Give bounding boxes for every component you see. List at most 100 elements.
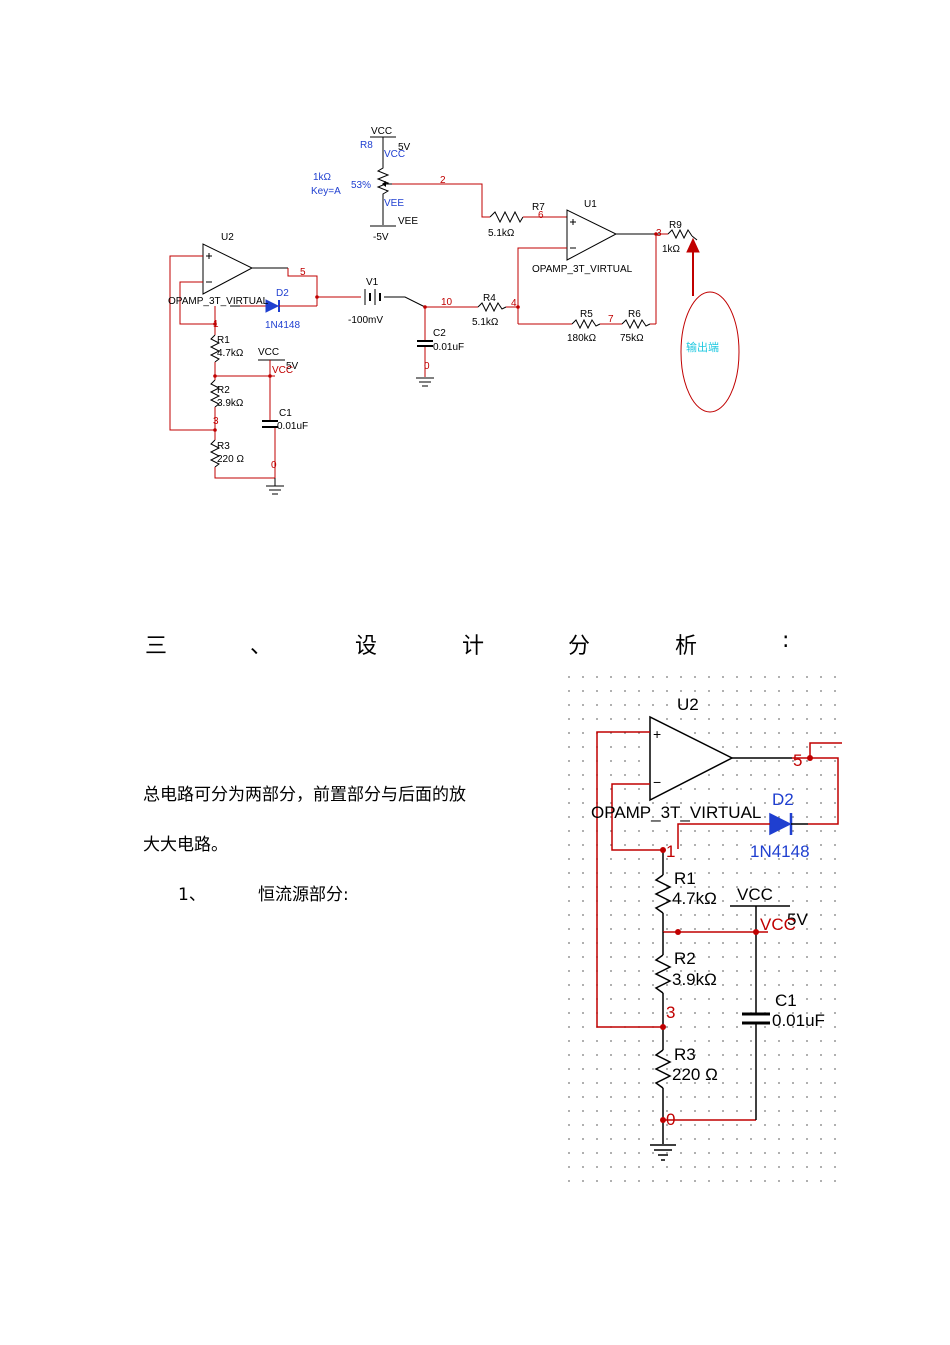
heading-char: 计 bbox=[462, 634, 485, 659]
label-r6-value: 75kΩ bbox=[620, 333, 644, 344]
label-vee-pot: VEE bbox=[384, 198, 404, 209]
label-node0b: 0 bbox=[271, 460, 277, 471]
label-vcc-pot: VCC bbox=[384, 149, 405, 160]
label-neg5v: -5V bbox=[373, 232, 389, 243]
label-r7: R7 bbox=[532, 202, 545, 213]
label-5v-mid: 5V bbox=[286, 361, 299, 372]
label-u2: U2 bbox=[221, 232, 234, 243]
heading-char: 析 bbox=[675, 634, 698, 659]
label-r5-value: 180kΩ bbox=[567, 333, 597, 344]
label-vcc: VCC bbox=[737, 885, 773, 904]
label-r1-value: 4.7kΩ bbox=[217, 348, 244, 359]
heading-char: 分 bbox=[568, 634, 591, 659]
resistor-r5 bbox=[571, 318, 601, 330]
potentiometer-r8 bbox=[370, 136, 396, 227]
label-node3: 3 bbox=[666, 1003, 675, 1022]
label-u1: U1 bbox=[584, 199, 597, 210]
label-r7-value: 5.1kΩ bbox=[488, 228, 515, 239]
label-model: OPAMP_3T_VIRTUAL bbox=[591, 803, 761, 822]
resistor-r2 bbox=[209, 379, 221, 408]
label-r2-value: 3.9kΩ bbox=[217, 398, 244, 409]
diode-d2 bbox=[265, 299, 280, 313]
label-5v: 5V bbox=[787, 910, 808, 929]
list-item-number: 1、 bbox=[178, 885, 206, 905]
label-vcc-mid2: VCC bbox=[272, 365, 293, 376]
heading-char: 、 bbox=[250, 634, 273, 659]
heading-char: 设 bbox=[355, 634, 378, 659]
label-r2-value: 3.9kΩ bbox=[672, 970, 717, 989]
label-v1-value: -100mV bbox=[348, 315, 383, 326]
label-r6: R6 bbox=[628, 309, 641, 320]
label-node0a: 0 bbox=[424, 361, 430, 372]
label-node5: 5 bbox=[793, 751, 802, 770]
label-node3b: 3 bbox=[213, 416, 219, 427]
label-r1-value: 4.7kΩ bbox=[672, 889, 717, 908]
opamp-u2 bbox=[202, 243, 254, 295]
label-r3: R3 bbox=[217, 441, 230, 452]
label-c1: C1 bbox=[775, 991, 797, 1010]
section-heading: 三 、 设 计 分 析 : bbox=[0, 628, 950, 659]
label-node3: 3 bbox=[656, 228, 662, 239]
label-node1: 1 bbox=[666, 842, 675, 861]
resistor-r1 bbox=[654, 874, 672, 914]
full-circuit-schematic: VCC R8 5V VCC 1kΩ Key=A 53% VEE VEE -5V … bbox=[168, 126, 740, 495]
paragraph-1: 总电路可分为两部分，前置部分与后面的放 bbox=[143, 785, 466, 805]
label-5v-top: 5V bbox=[398, 142, 411, 153]
list-item-text: 恒流源部分: bbox=[258, 885, 349, 905]
resistor-r4 bbox=[477, 301, 507, 313]
label-r3-value: 220 Ω bbox=[672, 1065, 718, 1084]
wire-node2 bbox=[392, 183, 490, 218]
label-r9-value: 1kΩ bbox=[662, 244, 681, 255]
output-ellipse bbox=[680, 291, 740, 413]
label-r2: R2 bbox=[217, 385, 230, 396]
label-node7: 7 bbox=[608, 314, 614, 325]
label-node6: 6 bbox=[538, 210, 544, 221]
label-u1-model: OPAMP_3T_VIRTUAL bbox=[532, 264, 633, 275]
label-vcc-top: VCC bbox=[371, 126, 392, 137]
label-u2-model: OPAMP_3T_VIRTUAL bbox=[168, 296, 269, 307]
label-pot-value: 1kΩ bbox=[313, 172, 332, 183]
label-c2-value: 0.01uF bbox=[433, 342, 464, 353]
label-node10: 10 bbox=[441, 297, 453, 308]
label-d2: D2 bbox=[772, 790, 794, 809]
label-pot-percent: 53% bbox=[351, 180, 371, 191]
label-r4: R4 bbox=[483, 293, 496, 304]
resistor-r3 bbox=[209, 439, 221, 468]
label-d2: D2 bbox=[276, 288, 289, 299]
label-c2: C2 bbox=[433, 328, 446, 339]
resistor-r7 bbox=[489, 210, 524, 224]
opamp-u1 bbox=[566, 209, 618, 261]
label-d2-model: 1N4148 bbox=[265, 320, 300, 331]
label-c1-value: 0.01uF bbox=[277, 421, 308, 432]
label-node4: 4 bbox=[511, 298, 517, 309]
label-r5: R5 bbox=[580, 309, 593, 320]
label-r4-value: 5.1kΩ bbox=[472, 317, 499, 328]
resistor-r1 bbox=[209, 334, 221, 363]
resistor-r2 bbox=[654, 954, 672, 994]
label-vcc2: VCC bbox=[760, 915, 796, 934]
label-r2: R2 bbox=[674, 949, 696, 968]
resistor-r6 bbox=[621, 318, 651, 330]
label-node2: 2 bbox=[440, 175, 446, 186]
label-r1: R1 bbox=[217, 335, 230, 346]
label-vee: VEE bbox=[398, 216, 418, 227]
label-vcc-mid: VCC bbox=[258, 347, 279, 358]
label-node5: 5 bbox=[300, 267, 306, 278]
label-node1: 1 bbox=[213, 319, 219, 330]
label-c1-value: 0.01uF bbox=[772, 1011, 825, 1030]
label-minus: − bbox=[653, 774, 661, 790]
label-r3: R3 bbox=[674, 1045, 696, 1064]
label-u2: U2 bbox=[677, 695, 699, 714]
label-node0: 0 bbox=[666, 1110, 675, 1129]
heading-char: 三 bbox=[145, 634, 168, 659]
constant-current-source-schematic: U2 + − 5 OPAMP_3T_VIRTUAL D2 1N4148 1 R1… bbox=[560, 670, 842, 1192]
resistor-r3 bbox=[654, 1049, 672, 1089]
opamp-u2 bbox=[649, 715, 734, 802]
label-v1: V1 bbox=[366, 277, 379, 288]
label-pot-key: Key=A bbox=[311, 186, 341, 197]
label-plus: + bbox=[653, 726, 661, 742]
paragraph-2: 大大电路。 bbox=[143, 835, 228, 855]
label-r3-value: 220 Ω bbox=[217, 454, 244, 465]
label-c1: C1 bbox=[279, 408, 292, 419]
